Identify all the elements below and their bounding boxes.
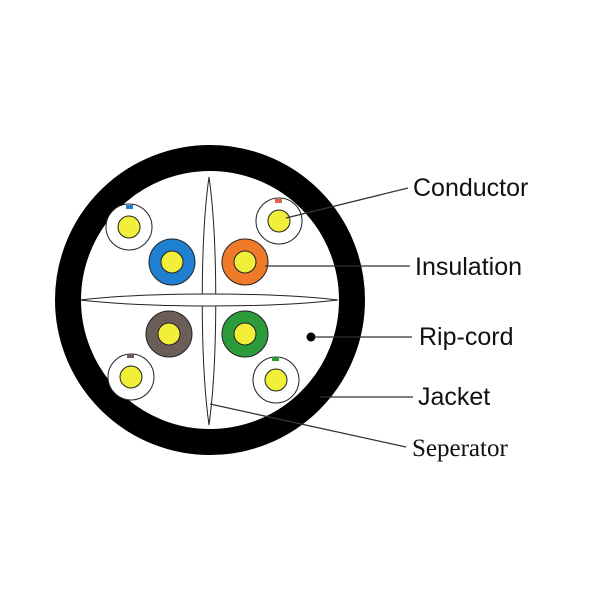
rip-cord-dot	[306, 332, 316, 342]
conductor-core	[233, 322, 257, 346]
conductor-core	[264, 368, 288, 392]
pair-white-blue-conductor	[105, 203, 153, 251]
pair-white-green-conductor	[252, 356, 300, 404]
leader-conductor	[285, 187, 409, 219]
conductor-core	[117, 215, 141, 239]
pair-green-conductor	[221, 310, 269, 358]
stripe-orange	[275, 199, 282, 203]
conductor-core	[157, 322, 181, 346]
pair-orange-conductor	[221, 238, 269, 286]
pair-brown-conductor	[145, 310, 193, 358]
pair-white-brown-conductor	[107, 353, 155, 401]
label-jacket: Jacket	[418, 383, 490, 411]
label-insulation: Insulation	[415, 253, 522, 281]
jacket-ring	[55, 145, 365, 455]
stripe-blue	[126, 205, 133, 209]
label-conductor: Conductor	[413, 174, 528, 202]
pair-white-orange-conductor	[255, 197, 303, 245]
conductor-core	[160, 250, 184, 274]
label-separator: Seperator	[412, 435, 508, 462]
conductor-core	[267, 209, 291, 233]
separator-horizontal	[79, 293, 339, 307]
pair-blue-conductor	[148, 238, 196, 286]
conductor-core	[233, 250, 257, 274]
label-rip-cord: Rip-cord	[419, 323, 513, 351]
separator-spline	[79, 176, 339, 426]
conductor-core	[119, 365, 143, 389]
stripe-brown	[127, 354, 134, 358]
leader-separator	[209, 403, 407, 448]
stripe-green	[272, 357, 279, 361]
